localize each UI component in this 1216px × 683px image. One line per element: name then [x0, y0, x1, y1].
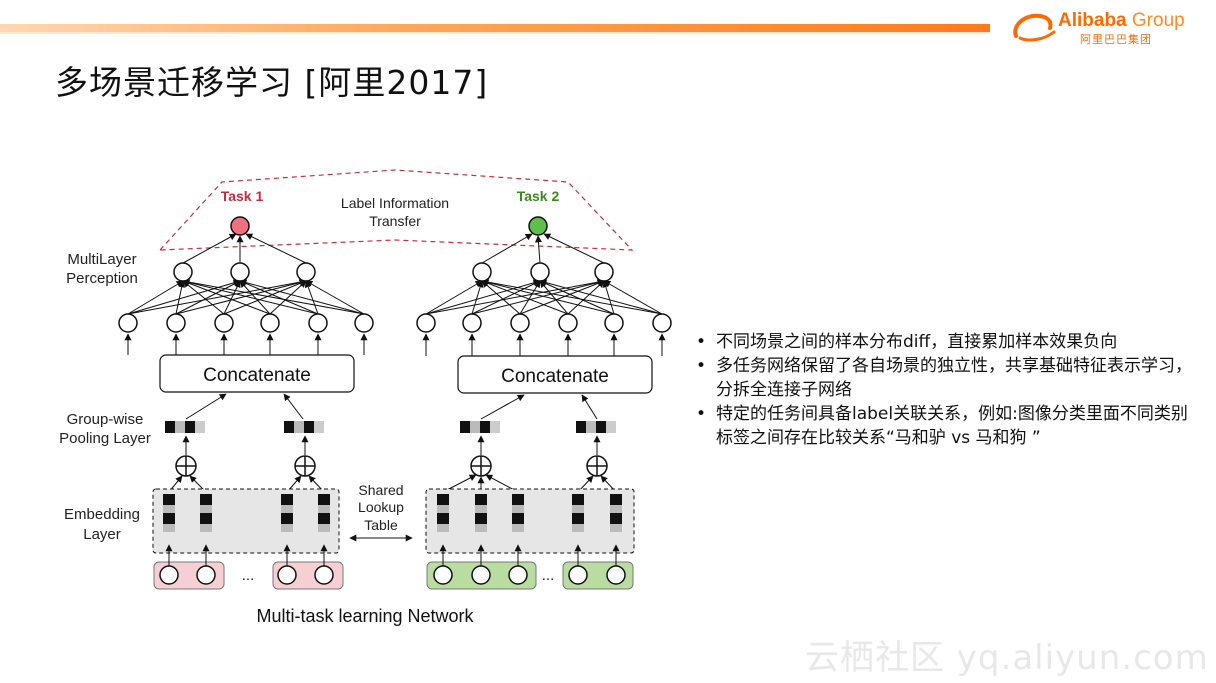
left-mlp-edges-upper: [182, 233, 307, 264]
input-feature-nodes: [159, 565, 626, 585]
slide-title: 多场景迁移学习 [阿里2017]: [55, 63, 489, 102]
diagram-caption: Multi-task learning Network: [256, 606, 474, 626]
task2-output-node: [528, 216, 548, 236]
left-pooling-block-1: [165, 421, 205, 433]
right-pooling-block-1: [460, 421, 500, 433]
right-embedding-region: [425, 488, 635, 554]
transfer-label-line1: Label Information: [341, 195, 449, 211]
right-mlp-edges-upper: [481, 233, 605, 264]
site-watermark: 云栖社区 yq.aliyun.com: [805, 638, 1209, 678]
sum-nodes: [175, 455, 608, 477]
right-pooling-block-2: [576, 421, 616, 433]
left-concatenate-box: [159, 354, 355, 393]
mlp-label-line2: Perception: [66, 270, 138, 287]
key-point: 不同场景之间的样本分布diff，直接累加样本效果负向: [694, 330, 1204, 354]
left-mlp-input-nodes: [118, 313, 374, 333]
ellipsis-right: ...: [542, 567, 555, 584]
sum-to-pooling-edges: [182, 435, 601, 455]
logo-chinese-name: 阿里巴巴集团: [1080, 33, 1152, 46]
task1-output-node: [230, 216, 250, 236]
alibaba-logo: Alibaba Group 阿里巴巴集团: [1010, 8, 1210, 48]
embedding-vectors: [163, 494, 622, 532]
ellipsis-left: ...: [242, 567, 255, 584]
mlp-label-line1: MultiLayer: [67, 251, 136, 268]
task2-label: Task 2: [517, 188, 560, 204]
embedding-label-line1: Embedding: [64, 506, 140, 523]
pooling-label-line2: Pooling Layer: [59, 430, 151, 447]
header-accent-bar: [0, 24, 990, 32]
transfer-label-line2: Transfer: [369, 213, 421, 229]
right-mlp-input-nodes: [416, 313, 672, 333]
logo-wordmark: Alibaba Group: [1058, 10, 1185, 31]
shared-label-line3: Table: [364, 517, 398, 533]
shared-label-line2: Lookup: [358, 499, 404, 515]
left-pooling-block-2: [284, 421, 324, 433]
right-concat-to-mlp-edges: [422, 333, 666, 356]
left-embedding-region: [152, 488, 340, 554]
task1-label: Task 1: [221, 188, 264, 204]
right-mlp-hidden-nodes: [472, 262, 614, 282]
alibaba-smile-icon: [1013, 13, 1056, 42]
input-to-embedding-edges: [165, 544, 620, 567]
right-concatenate-box: [457, 355, 653, 394]
left-mlp-hidden-nodes: [173, 262, 316, 282]
header-accent-line: [0, 32, 990, 34]
pooling-label-line1: Group-wise: [67, 411, 144, 428]
right-mlp-edges-lower: [425, 278, 663, 315]
key-point: 特定的任务间具备label关联关系，例如:图像分类里面不同类别标签之间存在比较关…: [694, 402, 1204, 450]
sum-node-crosses: [176, 456, 607, 476]
key-points-list: 不同场景之间的样本分布diff，直接累加样本效果负向 多任务网络保留了各自场景的…: [694, 330, 1204, 450]
left-concat-to-mlp-edges: [124, 333, 368, 355]
left-concatenate-label: Concatenate: [203, 365, 311, 386]
label-transfer-region: [158, 169, 634, 251]
pooling-to-concat-edges: [185, 393, 598, 420]
embedding-label-line2: Layer: [83, 526, 121, 543]
left-mlp-edges-lower: [127, 278, 365, 315]
right-concatenate-label: Concatenate: [501, 366, 609, 387]
shared-label-line1: Shared: [358, 482, 403, 498]
key-point: 多任务网络保留了各自场景的独立性，共享基础特征表示学习，分拆全连接子网络: [694, 354, 1204, 402]
